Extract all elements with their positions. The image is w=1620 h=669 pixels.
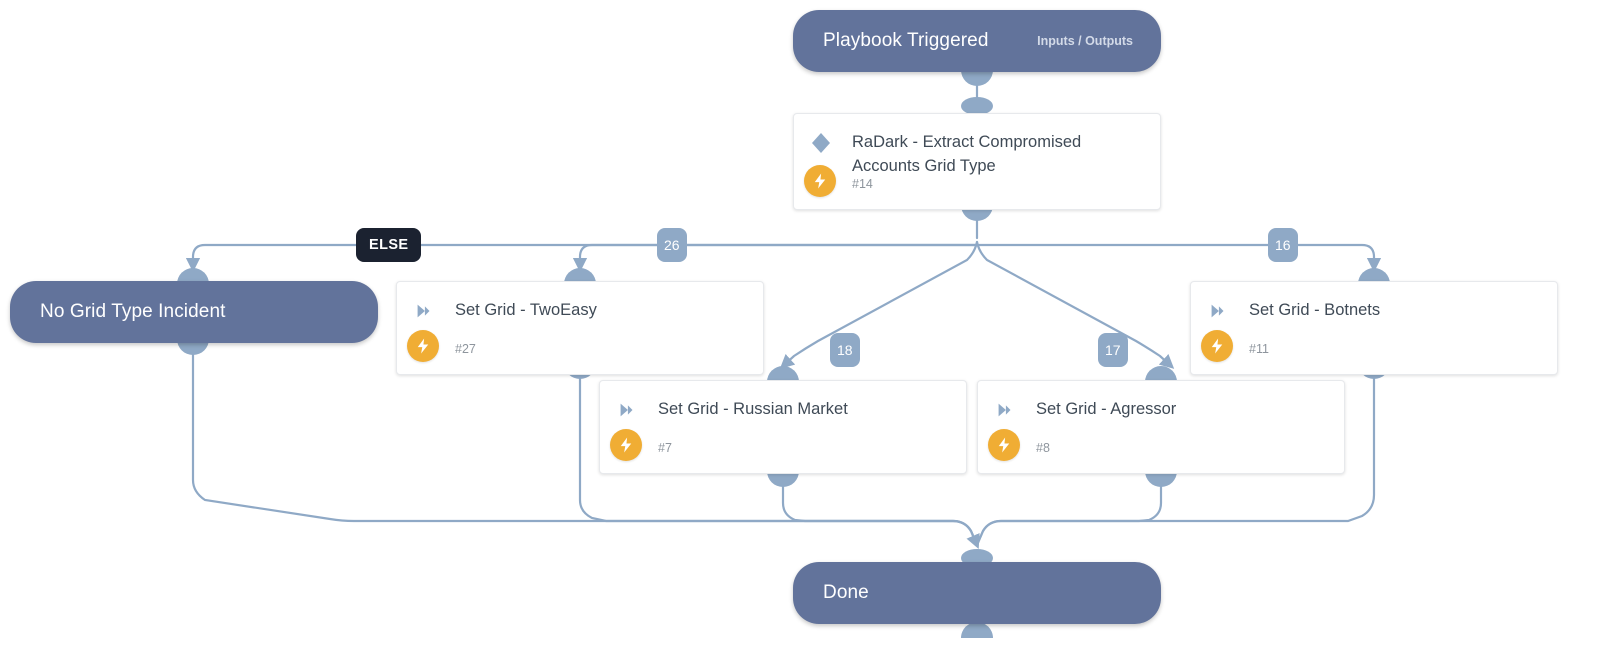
edge-17 <box>975 240 1175 369</box>
set-grid-russian-market-title: Set Grid - Russian Market <box>658 400 848 418</box>
radark-title: RaDark - Extract Compromised Accounts Gr… <box>852 133 1082 175</box>
set-grid-twoeasy-task-id: #27 <box>455 342 476 356</box>
chevron-right-icon <box>1205 298 1231 324</box>
edge-16 <box>975 243 1382 273</box>
node-set-grid-agressor[interactable]: Set Grid - Agressor #8 <box>977 380 1345 474</box>
chevron-right-icon <box>411 298 437 324</box>
node-set-grid-russian-market[interactable]: Set Grid - Russian Market #7 <box>599 380 967 474</box>
socket-twoeasy-in <box>564 268 596 284</box>
lightning-bolt-icon <box>1201 330 1233 362</box>
socket-russian-in <box>767 366 799 382</box>
socket-trigger-out <box>961 70 993 86</box>
done-title: Done <box>823 582 869 603</box>
edge-russian-to-done <box>781 476 979 547</box>
branch-badge-else[interactable]: ELSE <box>356 228 422 262</box>
branch-badge-18[interactable]: 18 <box>830 333 860 367</box>
node-set-grid-botnets[interactable]: Set Grid - Botnets #11 <box>1190 281 1558 375</box>
branch-badge-17[interactable]: 17 <box>1098 333 1128 367</box>
chevron-right-icon <box>992 397 1018 423</box>
lightning-bolt-icon <box>407 330 439 362</box>
socket-russian-out <box>767 471 799 487</box>
lightning-bolt-icon <box>988 429 1020 461</box>
no-grid-type-incident-title: No Grid Type Incident <box>40 301 226 322</box>
diamond-icon <box>808 130 834 156</box>
socket-agressor-out <box>1145 471 1177 487</box>
branch-badge-26[interactable]: 26 <box>657 228 687 262</box>
lightning-bolt-icon <box>804 165 836 197</box>
socket-nogrid-out <box>177 339 209 355</box>
set-grid-agressor-task-id: #8 <box>1036 441 1050 455</box>
node-no-grid-type-incident[interactable]: No Grid Type Incident <box>10 281 378 343</box>
playbook-triggered-title: Playbook Triggered <box>823 30 989 51</box>
node-radark-extract[interactable]: RaDark - Extract Compromised Accounts Gr… <box>793 113 1161 210</box>
set-grid-twoeasy-title: Set Grid - TwoEasy <box>455 301 597 319</box>
socket-done-out <box>961 622 993 638</box>
inputs-outputs-link[interactable]: Inputs / Outputs <box>1037 34 1133 48</box>
branch-badge-16[interactable]: 16 <box>1268 228 1298 262</box>
node-set-grid-twoeasy[interactable]: Set Grid - TwoEasy #27 <box>396 281 764 375</box>
edge-18 <box>779 240 979 369</box>
lightning-bolt-icon <box>610 429 642 461</box>
socket-agressor-in <box>1145 366 1177 382</box>
set-grid-russian-market-task-id: #7 <box>658 441 672 455</box>
radark-task-id: #14 <box>852 177 873 191</box>
node-playbook-triggered[interactable]: Playbook Triggered Inputs / Outputs <box>793 10 1161 72</box>
socket-botnets-in <box>1358 268 1390 284</box>
edge-26 <box>572 243 979 273</box>
edge-else <box>185 243 979 273</box>
set-grid-botnets-title: Set Grid - Botnets <box>1249 301 1381 319</box>
set-grid-botnets-task-id: #11 <box>1249 342 1269 356</box>
socket-nogrid-in <box>177 268 209 284</box>
socket-radark-in <box>961 97 993 115</box>
node-done[interactable]: Done <box>793 562 1161 624</box>
set-grid-agressor-title: Set Grid - Agressor <box>1036 400 1177 418</box>
chevron-right-icon <box>614 397 640 423</box>
edge-agressor-to-done <box>975 476 1163 547</box>
